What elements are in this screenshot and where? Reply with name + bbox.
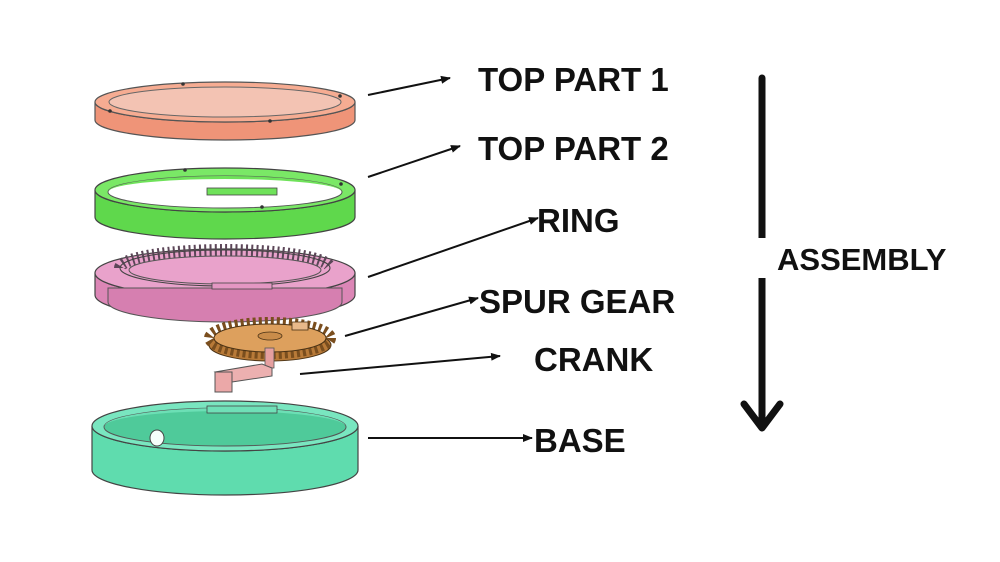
crank-component (213, 347, 275, 393)
crank-arrow (299, 352, 501, 375)
base-label: BASE (534, 422, 626, 459)
top-part-2-arrow (367, 145, 461, 178)
ring-arrow (367, 217, 539, 278)
top-part-1-arrow (367, 75, 451, 96)
assembly-label-backdrop (758, 238, 978, 278)
ring-component (94, 244, 356, 323)
top-part-2-component (94, 167, 356, 240)
assembly-label: ASSEMBLY (777, 242, 947, 277)
crank-label: CRANK (534, 341, 653, 378)
top-part-1-component (94, 81, 356, 141)
spur-gear-arrow (344, 296, 479, 337)
ring-label: RING (537, 202, 620, 239)
top-part-2-label: TOP PART 2 (478, 130, 669, 167)
base-component (91, 400, 359, 496)
spur-gear-label: SPUR GEAR (479, 283, 675, 320)
top-part-1-label: TOP PART 1 (478, 61, 669, 98)
